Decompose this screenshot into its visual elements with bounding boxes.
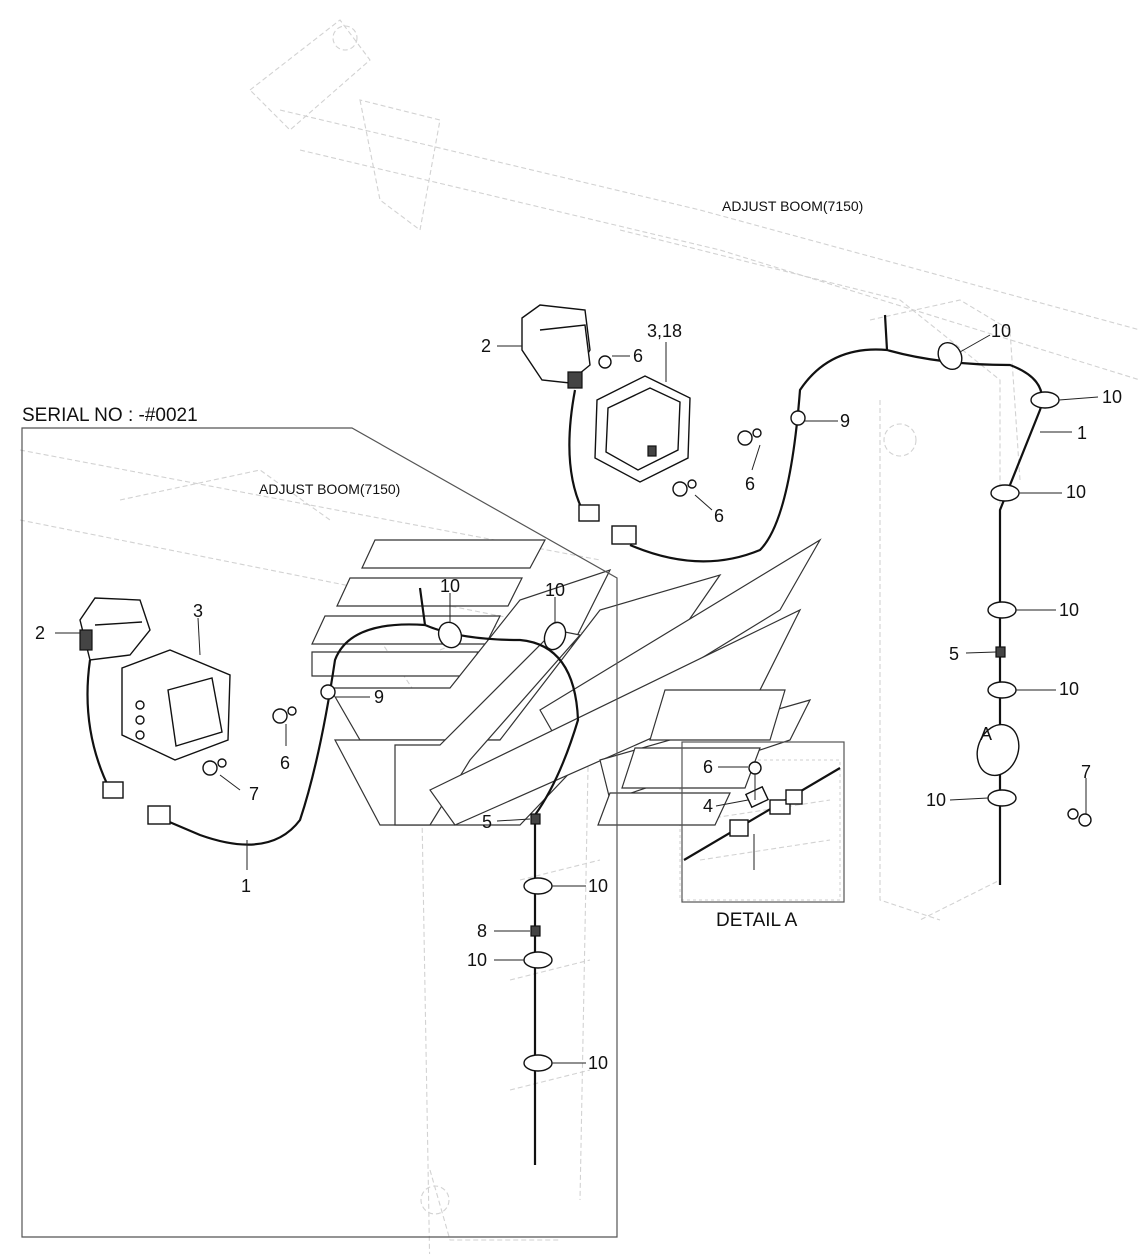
callout: 10 [467,950,487,970]
adjust-boom-label-left: ADJUST BOOM(7150) [259,481,400,497]
callout: 6 [633,346,643,366]
callout: 10 [991,321,1011,341]
detail-a-title: DETAIL A [716,910,798,931]
callout: 1 [241,876,251,896]
adjust-boom-label-right: ADJUST BOOM(7150) [722,198,863,214]
callout: 10 [1059,600,1079,620]
callout: 5 [482,812,492,832]
callout: 10 [1066,482,1086,502]
detail-a-frame [681,741,845,903]
callout: 6 [280,753,290,773]
callout: 6 [745,474,755,494]
leader-lines [55,334,1099,1064]
callout: 7 [1081,762,1091,782]
detail-a-parts [683,761,841,861]
callout: 9 [374,687,384,707]
callout: 3 [193,601,203,621]
callout: 10 [1059,679,1079,699]
left-lamp-assembly [79,587,580,1165]
callout: 9 [840,411,850,431]
callout: 10 [588,876,608,896]
callout: 4 [703,796,713,816]
callout: 10 [588,1053,608,1073]
serial-number-label: SERIAL NO : -#0021 [22,405,198,426]
serial-frame [21,427,618,1238]
watermark-logo [311,538,822,826]
right-lamp-assembly [521,304,1092,885]
callout: 2 [481,336,491,356]
callout: 5 [949,644,959,664]
callout: 10 [440,576,460,596]
callout: 6 [714,506,724,526]
callout: 3,18 [647,321,682,341]
callout: 8 [477,921,487,941]
callout: 2 [35,623,45,643]
callout: 1 [1077,423,1087,443]
detail-a-marker: A [980,724,992,744]
callout: 10 [1102,387,1122,407]
callout: 10 [545,580,565,600]
callout: 7 [249,784,259,804]
callout: 6 [703,757,713,777]
callout-numbers: 2 3,18 6 6 6 9 10 10 1 10 10 5 10 10 7 2… [35,321,1122,1073]
callout: 10 [926,790,946,810]
